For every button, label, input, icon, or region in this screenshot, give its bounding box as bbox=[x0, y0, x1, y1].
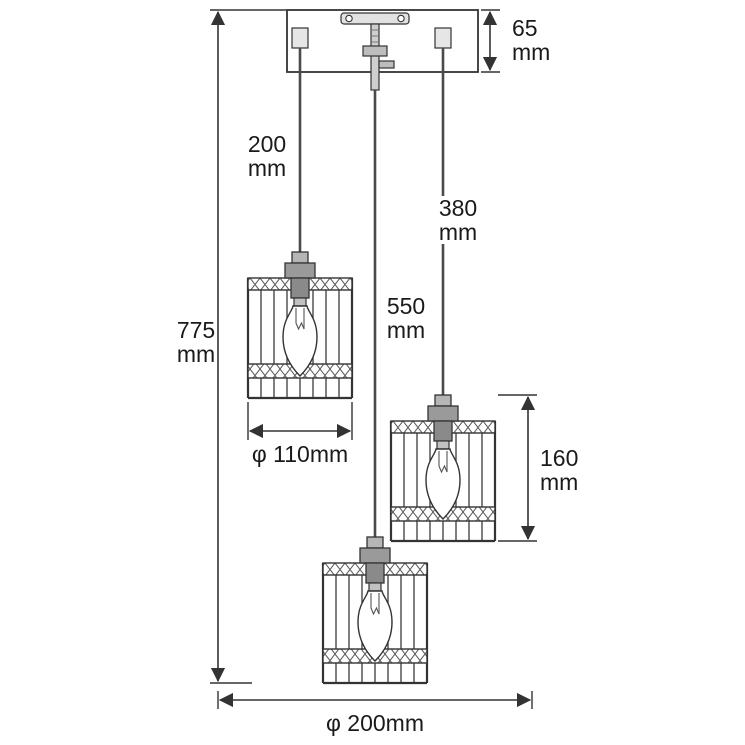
strap-screw-right bbox=[397, 14, 405, 23]
dimension-overall-height: 775 mm bbox=[177, 9, 286, 684]
cord-middle-value: 550 bbox=[387, 293, 425, 319]
shade-height-unit: mm bbox=[540, 469, 578, 495]
dimension-overall-diameter: φ 200mm bbox=[217, 691, 533, 736]
cord-grip-right bbox=[434, 27, 452, 49]
cord-right-unit: mm bbox=[439, 219, 477, 245]
cord-grip-left bbox=[291, 27, 309, 49]
cord-right-value: 380 bbox=[439, 195, 477, 221]
shade-height-value: 160 bbox=[540, 445, 578, 471]
label-cord-left-length: 200 mm bbox=[245, 131, 291, 181]
overall-diameter-label: φ 200mm bbox=[326, 710, 424, 736]
label-cord-right-length: 380 mm bbox=[436, 195, 482, 245]
overall-height-value: 775 bbox=[177, 317, 215, 343]
shade-diameter-label: φ 110mm bbox=[252, 441, 348, 467]
cord-left-value: 200 bbox=[248, 131, 286, 157]
dimension-shade-height: 160 mm bbox=[498, 394, 578, 542]
cord-left-unit: mm bbox=[248, 155, 286, 181]
rod-thread-lines bbox=[371, 29, 379, 43]
overall-height-unit: mm bbox=[177, 341, 215, 367]
label-cord-middle-length: 550 mm bbox=[384, 293, 430, 343]
dimension-canopy-height: 65 mm bbox=[481, 9, 550, 73]
canopy-height-unit: mm bbox=[512, 39, 550, 65]
canopy-height-value: 65 bbox=[512, 15, 538, 41]
side-set-screw bbox=[378, 60, 395, 69]
strap-screw-left bbox=[345, 14, 353, 23]
cord-middle-unit: mm bbox=[387, 317, 425, 343]
dimension-shade-diameter: φ 110mm bbox=[247, 402, 353, 467]
center-threaded-rod bbox=[370, 23, 380, 91]
pendant-shade-bottom bbox=[321, 535, 429, 685]
hex-nut bbox=[362, 45, 388, 57]
pendant-shade-left bbox=[246, 250, 354, 400]
ceiling-canopy bbox=[286, 9, 479, 91]
pendant-shade-right bbox=[389, 393, 497, 543]
